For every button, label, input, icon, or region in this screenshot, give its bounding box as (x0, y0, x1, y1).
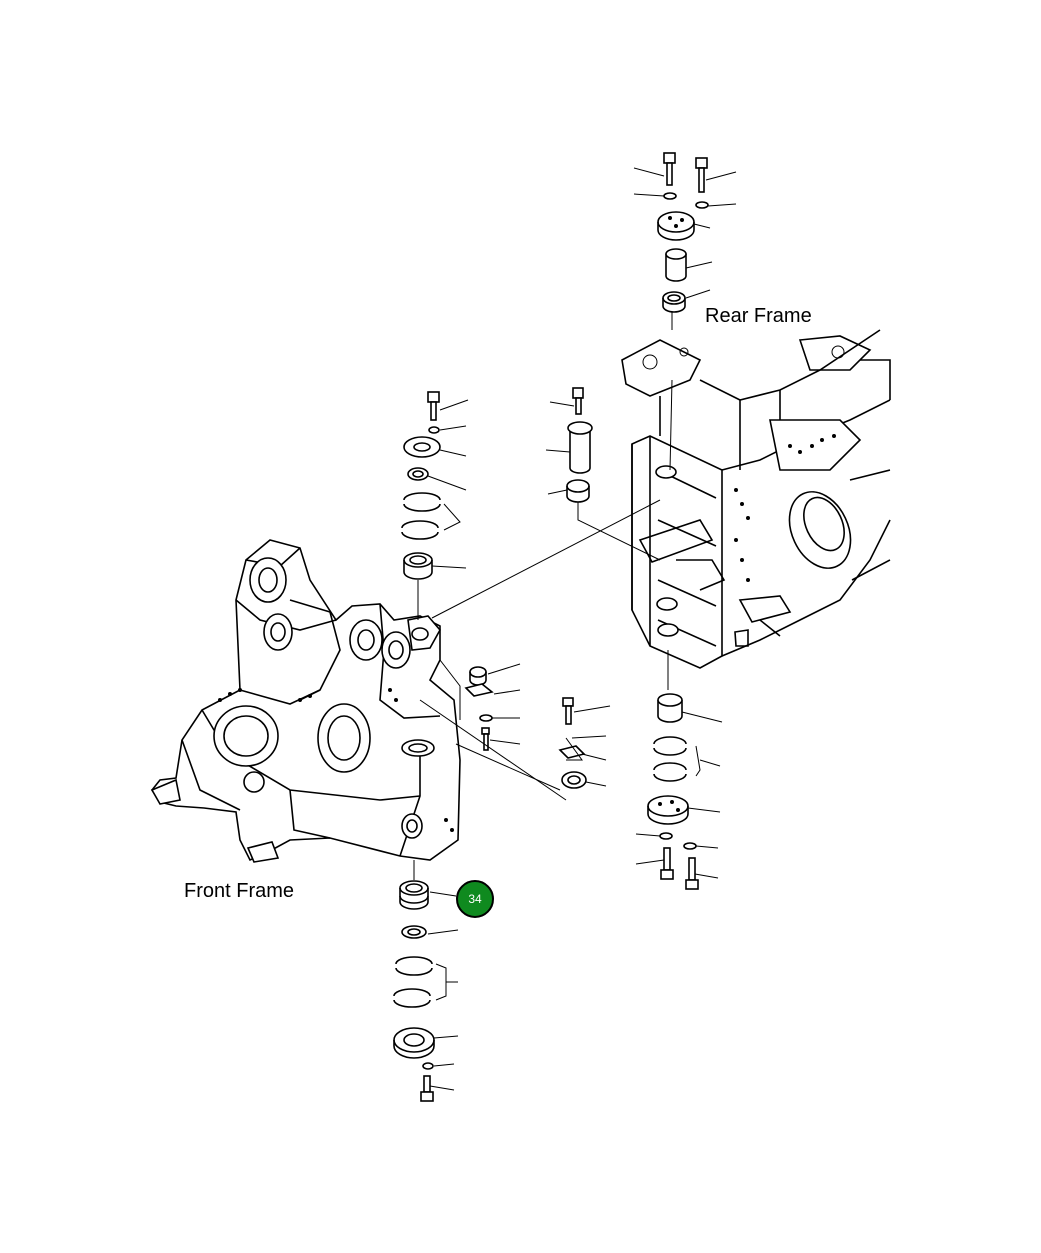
front-lower-pin-stack (393, 860, 459, 1102)
front-upper-pin-stack (401, 391, 469, 620)
center-pin-stack (431, 387, 661, 619)
rear-frame-label: Rear Frame (705, 305, 812, 327)
front-frame-label: Front Frame (184, 880, 295, 902)
callout-badge[interactable]: 34 (456, 880, 494, 918)
rear-lower-pin-stack (635, 650, 723, 890)
front-frame-drawing (150, 539, 461, 863)
front-lug-hardware (419, 659, 611, 801)
callout-number: 34 (468, 892, 482, 906)
rear-frame-drawing (621, 329, 891, 669)
rear-upper-pin-stack (633, 152, 737, 471)
